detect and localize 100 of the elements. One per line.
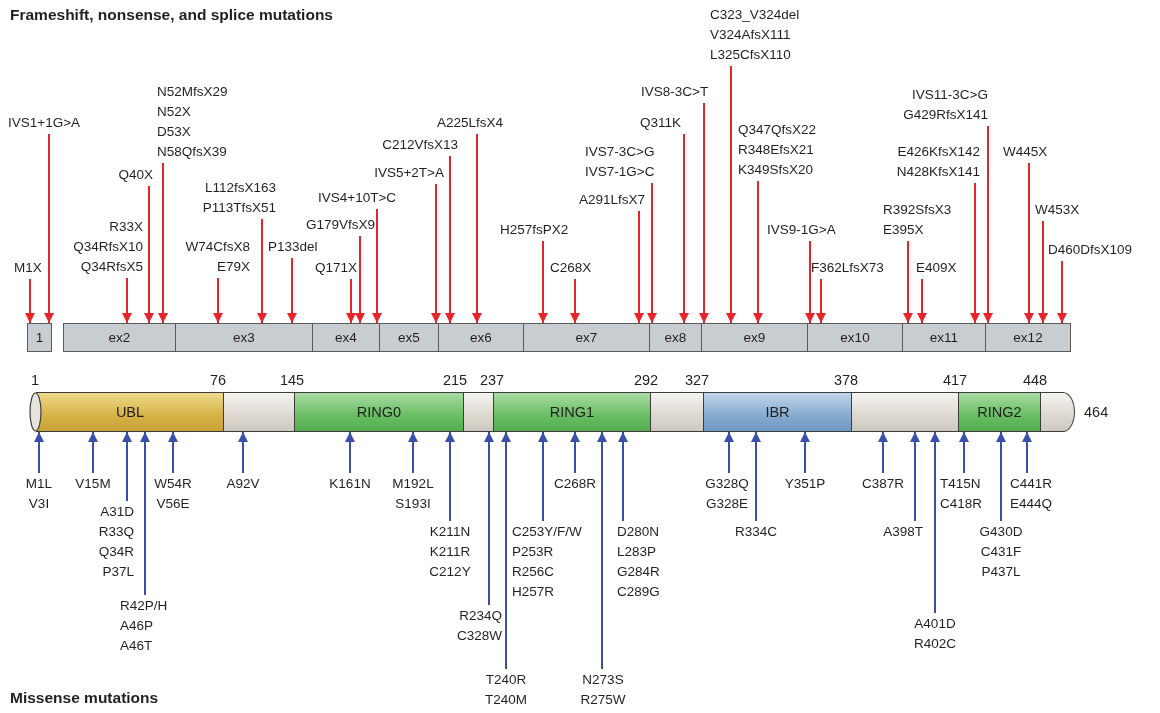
mutation-label: R234Q [458,607,502,625]
section-heading: Frameshift, nonsense, and splice mutations [10,5,333,25]
exon-box: ex7 [523,323,650,352]
exon-box: ex2 [63,323,176,352]
arrow [287,257,297,324]
mutation-label: A46P [120,617,155,635]
mutation-label: A401D [914,615,956,633]
arrow [372,208,382,324]
mutation-label: T240M [485,691,527,709]
mutation-label: R334C [735,523,777,541]
mutation-label: S193I [394,495,432,513]
residue-number: 378 [833,371,859,390]
arrow [445,155,455,324]
protein-domain: RING2 [958,392,1040,432]
mutation-label: E79X [215,258,250,276]
arrow [213,277,223,324]
mutation-label: A225LfsX4 [437,114,504,132]
arrow [996,431,1006,522]
mutation-label: C323_V324del [710,6,800,24]
mutation-label: V56E [155,495,191,513]
arrow [1024,162,1034,324]
mutation-label: G430D [979,523,1023,541]
mutation-label: IVS4+10T>C [318,189,397,207]
mutation-label: R348EfsX21 [738,141,815,159]
mutation-label: V324AfsX111 [710,26,792,44]
arrow [355,235,365,324]
arrow [445,431,455,522]
arrow [618,431,628,522]
residue-number: 292 [633,371,659,390]
protein-domain: UBL [36,392,223,432]
mutation-label: C268R [554,475,596,493]
mutation-label: N58QfsX39 [157,143,228,161]
arrow [144,185,154,324]
mutation-label: Q311K [640,114,682,132]
residue-number: 76 [209,371,227,390]
arrow [970,182,980,324]
arrow [158,162,168,324]
mutation-label: P113TfsX51 [202,199,276,217]
mutation-label: C289G [617,583,660,601]
mutation-label: IVS1+1G>A [8,114,81,132]
mutation-label: L325CfsX110 [710,46,792,64]
linker-segment [223,392,294,432]
mutation-label: C418R [940,495,983,513]
mutation-label: P133del [268,238,318,256]
linker-segment [463,392,493,432]
exon-box: 1 [27,323,52,352]
arrow [570,431,580,474]
mutation-label: IVS5+2T>A [374,164,444,182]
arrow [751,431,761,522]
arrow [878,431,888,474]
mutation-label: P37L [101,563,134,581]
arrow [805,240,815,324]
exon-box: ex11 [902,323,986,352]
mutation-label: K211R [429,543,471,561]
mutation-label: M1X [14,259,42,277]
mutation-label: H257R [512,583,556,601]
mutation-label: R42P/H [120,597,168,615]
protein-domain: RING1 [493,392,650,432]
mutation-label: D460DfsX109 [1048,241,1133,259]
protein-domain: IBR [703,392,851,432]
mutation-label: E409X [916,259,957,277]
arrow [724,431,734,474]
arrow [122,277,132,324]
arrow [570,278,580,324]
mutation-label: E444Q [1010,495,1053,513]
mutation-label: G179VfsX9 [305,216,375,234]
mutation-label: N273S [581,671,625,689]
residue-number: 1 [30,371,40,390]
mutation-label: W54R [154,475,192,493]
mutation-label: C212Y [429,563,471,581]
mutation-label: R402C [914,635,956,653]
arrow [983,125,993,324]
mutation-label: R392SfsX3 [883,201,952,219]
linker-segment [1040,392,1075,432]
mutation-label: N52MfsX29 [157,83,228,101]
arrow [679,133,689,324]
arrow [472,133,482,324]
exon-box: ex12 [985,323,1071,352]
mutation-label: Q34R [98,543,134,561]
arrow [959,431,969,474]
mutation-label: M192L [392,475,434,493]
arrow [816,278,826,324]
mutation-label: K349SfsX20 [738,161,815,179]
protein-domain: RING0 [294,392,463,432]
arrow [44,133,54,324]
arrow [1022,431,1032,474]
mutation-label: Y351P [784,475,826,493]
mutation-label: A31D [99,503,134,521]
arrow [25,278,35,324]
residue-number: 448 [1022,371,1048,390]
arrow [1038,220,1048,324]
section-heading: Missense mutations [10,688,159,708]
mutation-label: G328E [705,495,749,513]
arrow [122,431,132,502]
arrow [345,431,355,474]
mutation-label: P437L [980,563,1022,581]
arrow [1057,260,1067,324]
mutation-label: C431F [979,543,1023,561]
arrow [917,278,927,324]
mutation-label: R33X [108,218,143,236]
